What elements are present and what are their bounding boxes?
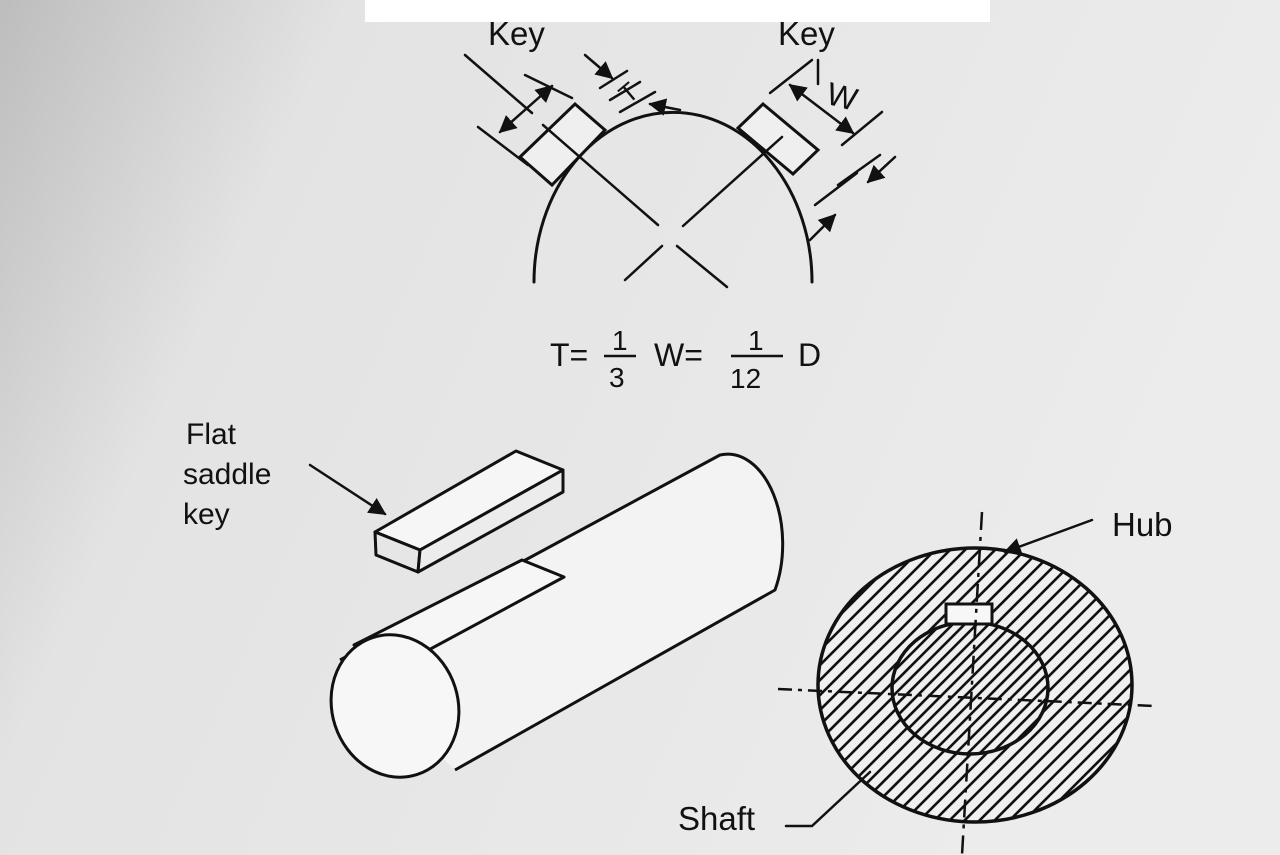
formula-t-prefix: T= [550, 337, 588, 373]
thickness-extension-a [598, 69, 629, 90]
shaft-end-face [329, 633, 461, 779]
saddle-label-line1: Flat [186, 418, 237, 451]
left-key-block [517, 101, 608, 188]
shaft-hatch-line [892, 622, 951, 754]
thickness-extension-b [608, 80, 642, 102]
formula-t-numerator: 1 [612, 325, 628, 356]
right-thickness-extension-a [836, 153, 882, 187]
hub-hatch-line [954, 548, 1132, 822]
center-line-right [681, 135, 784, 228]
hub-hatch-line [924, 548, 1132, 822]
saddle-key-figure: Flat saddle key [183, 418, 785, 779]
hub-pointer [1003, 518, 1094, 555]
shaft-pointer [784, 770, 872, 828]
hub-label: Hub [1112, 506, 1173, 543]
right-width-dimension [788, 83, 855, 135]
hub-hatch-line [818, 548, 991, 822]
formula-w-denominator: 12 [730, 363, 761, 394]
left-width-dimension [498, 84, 554, 134]
key-label-left: Key [488, 15, 545, 52]
hub-hatch-line [818, 548, 931, 822]
hub-outline [816, 546, 1134, 824]
hub-hatch-line [909, 548, 1132, 822]
saddle-label-line2: saddle [183, 458, 271, 491]
proportion-formula: T= 1 3 W= 1 12 D [550, 325, 821, 394]
hub-hatch-line [984, 548, 1132, 822]
hub-hatch-line [818, 548, 916, 822]
right-width-extension-b [840, 110, 884, 147]
right-width-extension-a [768, 58, 814, 95]
hub-hatch-line [818, 548, 1006, 822]
thickness-arrow-top [583, 53, 614, 80]
hub-hatch-line [1014, 548, 1132, 822]
hub-hatch-line [818, 548, 1021, 822]
center-line-left [541, 123, 660, 227]
hub-hatch-line [818, 548, 946, 822]
formula-w-numerator: 1 [748, 325, 764, 356]
center-line-left-lower [675, 244, 729, 289]
hub-hatch-line [818, 548, 976, 822]
formula-w-prefix: W= [654, 337, 703, 373]
right-thickness-arrow-top [866, 155, 897, 184]
shaft-label: Shaft [678, 800, 755, 837]
center-line-right-lower [623, 244, 664, 282]
horizontal-centerline [777, 687, 1156, 708]
shaft-hatch-line [979, 622, 1048, 754]
shaft-hatch-line [967, 622, 1048, 754]
left-width-tick [523, 73, 574, 100]
key-section [944, 602, 994, 626]
shaft-arc [532, 110, 814, 284]
left-width-extension-b [476, 125, 530, 167]
hub-hatch-line [939, 548, 1132, 822]
shaft-hatch-line [892, 622, 963, 754]
shaft-section-fill [892, 622, 1048, 754]
shaft-hatch-line [955, 622, 1048, 754]
shaft-hatch-line [892, 622, 987, 754]
scan-highlight [365, 0, 990, 22]
hub-hatch-line [818, 548, 961, 822]
shaft-hatch-line [892, 622, 975, 754]
hub-hatch-line [999, 548, 1132, 822]
shaft-hatch-line [931, 622, 1048, 754]
formula-t-denominator: 3 [609, 362, 625, 393]
thickness-arrow-bottom [648, 98, 682, 116]
right-thickness-extension-b [813, 171, 859, 207]
hub-hatch-line [818, 548, 1036, 822]
shaft-hatch-line [892, 622, 999, 754]
key-label-right: Key [778, 15, 835, 52]
saddle-key-side [416, 468, 565, 574]
shaft-hatch-line [892, 622, 1011, 754]
saddle-label-line3: key [183, 498, 230, 531]
right-thickness-arrow-bottom [808, 213, 837, 242]
saddle-key-pointer [308, 463, 387, 516]
thickness-extension-c [618, 90, 657, 114]
hub-hatch-line [1029, 548, 1132, 822]
vertical-centerline [960, 511, 984, 855]
hub-hatch-line [969, 548, 1132, 822]
formula-suffix: D [798, 337, 821, 373]
